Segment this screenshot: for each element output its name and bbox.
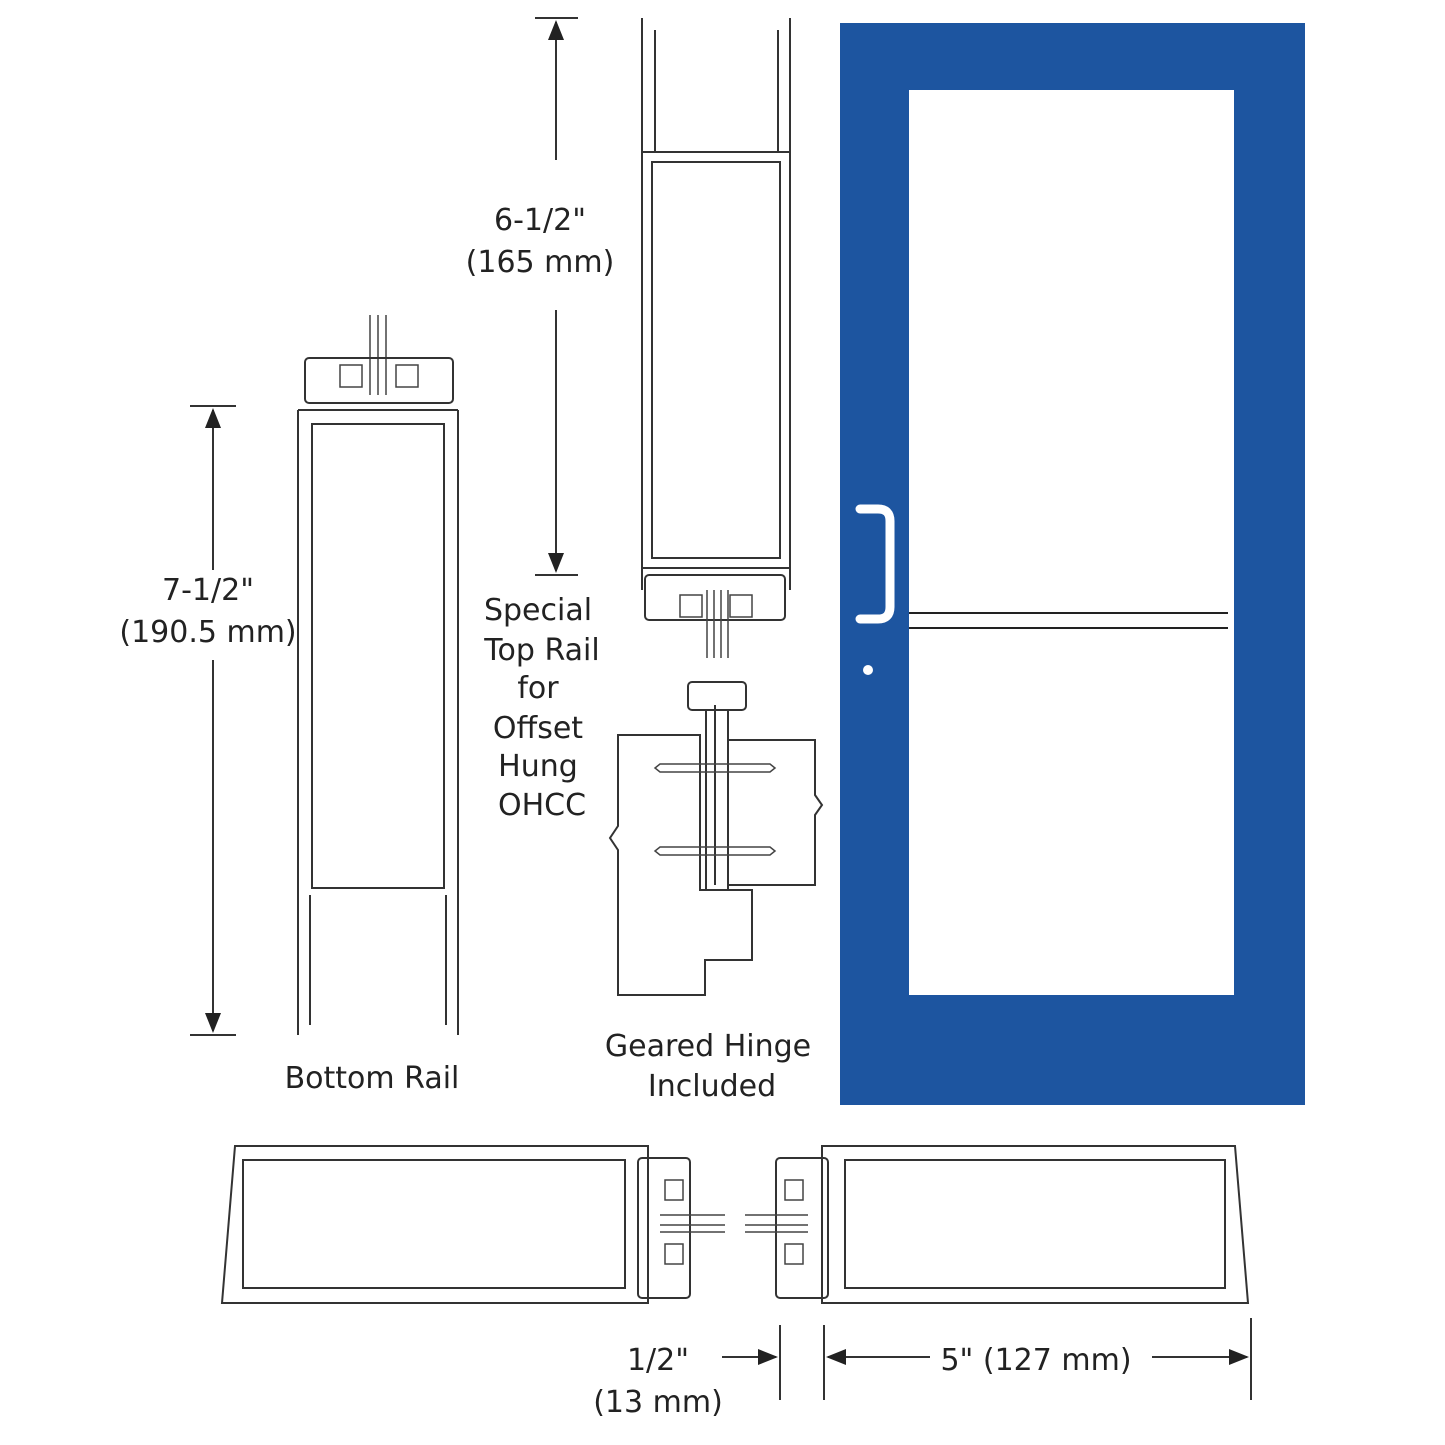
stile-width-dim: 5" (127 mm) — [940, 1343, 1131, 1378]
top-rail-dimension: 6-1/2" (165 mm) — [466, 17, 615, 576]
label-line: Hung — [498, 749, 578, 784]
label-line: OHCC — [498, 788, 586, 823]
door-illustration — [840, 23, 1305, 1105]
label-line: Top Rail — [483, 633, 599, 668]
bottom-rail-dim-metric: (190.5 mm) — [119, 615, 296, 650]
lock-cylinder — [863, 665, 873, 675]
special-top-rail-label: Special Top Rail for Offset Hung OHCC — [483, 593, 599, 823]
door-handle — [855, 504, 895, 624]
stile-dimensions: 1/2" (13 mm) 5" (127 mm) — [593, 1318, 1252, 1420]
top-rail-dim-metric: (165 mm) — [466, 245, 615, 280]
left-stile-section — [220, 1145, 725, 1304]
gap-dim-metric: (13 mm) — [593, 1385, 723, 1420]
geared-hinge-label-1: Geared Hinge — [605, 1029, 811, 1064]
gap-dim-imperial: 1/2" — [627, 1343, 689, 1378]
top-rail-section — [641, 18, 791, 658]
label-line: Special — [484, 593, 592, 628]
label-line: for — [517, 671, 559, 706]
label-line: Offset — [493, 711, 583, 746]
bottom-rail-dimension: 7-1/2" (190.5 mm) — [119, 405, 297, 1036]
bottom-rail-section — [297, 315, 459, 1035]
door-glass — [909, 90, 1234, 995]
top-rail-dim-imperial: 6-1/2" — [494, 203, 586, 238]
right-stile-section — [745, 1145, 1250, 1304]
geared-hinge-label-2: Included — [648, 1069, 776, 1104]
geared-hinge-section — [608, 681, 824, 996]
bottom-rail-dim-imperial: 7-1/2" — [162, 573, 254, 608]
bottom-rail-label: Bottom Rail — [285, 1061, 460, 1096]
